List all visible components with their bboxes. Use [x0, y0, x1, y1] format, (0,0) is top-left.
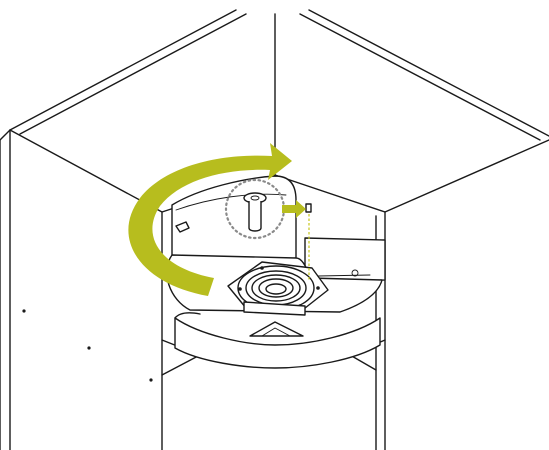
- top-right-edge: [308, 9, 549, 137]
- tray-front-rim: [174, 317, 381, 369]
- right-back-wall-floor: [274, 174, 386, 213]
- tray-rim-line: [175, 193, 287, 211]
- tray-back-wall: [171, 175, 297, 262]
- rail-screw: [351, 269, 359, 277]
- tray-rim-corner: [174, 312, 201, 319]
- bolt-shaft: [248, 201, 262, 232]
- bearing-ring-4: [265, 283, 287, 295]
- top-right-inner-edge: [299, 13, 541, 141]
- tray-notch-inner: [261, 327, 291, 337]
- swivel-plate: [227, 261, 329, 316]
- plate-base: [243, 301, 306, 316]
- plate-screw-hole: [260, 266, 264, 270]
- shelf-hole: [87, 346, 91, 350]
- plate-screw-hole: [238, 287, 242, 291]
- rail-slot: [317, 274, 371, 277]
- shelf-hole: [22, 309, 26, 313]
- shelf-hole: [149, 378, 153, 382]
- bearing-ring-2: [251, 274, 301, 302]
- support-rail: [304, 237, 386, 283]
- bearing-ring-3: [258, 278, 294, 298]
- small-screw: [305, 203, 312, 213]
- left-side-panel: [0, 129, 163, 450]
- bolt-callout: [224, 178, 286, 240]
- top-left-edge: [9, 9, 237, 131]
- rotation-arrow-icon: [128, 143, 292, 296]
- plate-screw-hole: [316, 286, 320, 290]
- pointer-arrow-icon: [282, 200, 306, 218]
- top-left-inner-edge: [19, 13, 247, 135]
- bolt-head-slot: [250, 195, 260, 201]
- tray-clip: [175, 221, 190, 233]
- right-side-top: [384, 139, 549, 213]
